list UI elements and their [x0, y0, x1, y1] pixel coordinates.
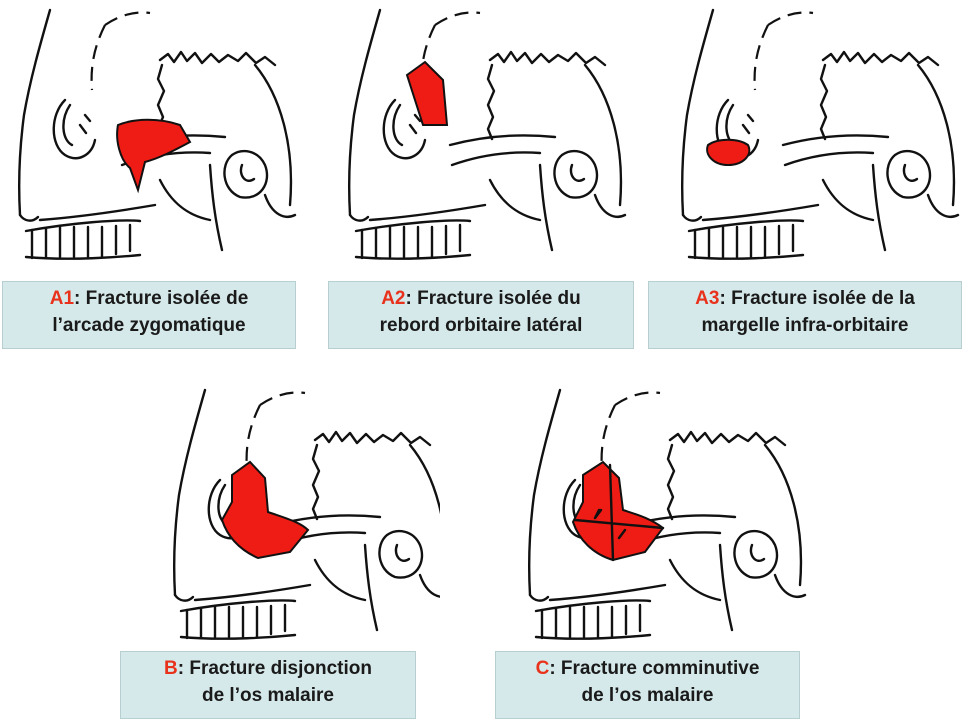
panel-code: A1 [50, 288, 74, 309]
caption-line-1: : Fracture isolée de [74, 288, 248, 309]
caption-line-1: : Fracture isolée du [406, 288, 581, 309]
caption: B: Fracture disjonction de l’os malaire [120, 651, 416, 719]
fracture-zone [573, 462, 663, 560]
caption-line-2: de l’os malaire [121, 682, 415, 709]
panel-code: A2 [381, 288, 405, 309]
caption-line-1: : Fracture isolée de la [719, 288, 914, 309]
panel-code: C [536, 658, 550, 679]
fracture-zone [407, 62, 447, 125]
skull-illustration [0, 0, 310, 265]
caption-line-2: rebord orbitaire latéral [329, 312, 633, 339]
skull-illustration [140, 370, 440, 645]
caption: A3: Fracture isolée de la margelle infra… [648, 281, 962, 349]
panel-b: B: Fracture disjonction de l’os malaire [140, 370, 440, 720]
fracture-zone [707, 140, 749, 165]
skull-illustration [325, 0, 635, 265]
caption-line-2: de l’os malaire [496, 682, 799, 709]
fracture-zone [222, 462, 308, 558]
caption: A2: Fracture isolée du rebord orbitaire … [328, 281, 634, 349]
panel-c: C: Fracture comminutive de l’os malaire [495, 370, 815, 720]
caption-line-2: l’arcade zygomatique [3, 312, 295, 339]
caption: C: Fracture comminutive de l’os malaire [495, 651, 800, 719]
caption-line-2: margelle infra-orbitaire [649, 312, 961, 339]
panel-a2: A2: Fracture isolée du rebord orbitaire … [325, 0, 635, 350]
panel-code: B [164, 658, 178, 679]
panel-a3: A3: Fracture isolée de la margelle infra… [648, 0, 965, 350]
panel-code: A3 [695, 288, 719, 309]
caption-line-1: : Fracture disjonction [178, 658, 372, 679]
fracture-zone [117, 120, 190, 190]
skull-illustration [495, 370, 815, 645]
caption: A1: Fracture isolée de l’arcade zygomati… [2, 281, 296, 349]
caption-line-1: : Fracture comminutive [549, 658, 759, 679]
panel-a1: A1: Fracture isolée de l’arcade zygomati… [0, 0, 310, 350]
skull-illustration [648, 0, 965, 265]
